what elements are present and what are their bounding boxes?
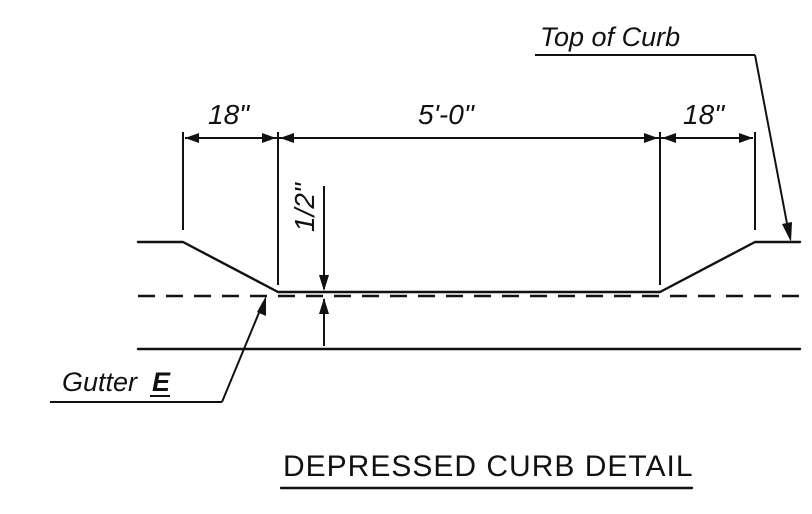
arrowhead <box>262 133 276 143</box>
arrowhead <box>644 133 658 143</box>
left-taper-dimension-label: 18" <box>208 99 250 130</box>
gutter-label: Gutter <box>62 367 138 397</box>
depression-dimension <box>319 186 329 346</box>
gutter-callout <box>50 296 266 403</box>
horizontal-dimension <box>185 133 753 143</box>
arrowhead <box>662 133 676 143</box>
top-of-curb-callout <box>535 54 792 242</box>
centerline-symbol: E <box>152 367 171 397</box>
arrowhead <box>257 296 266 316</box>
right-taper-dimension-label: 18" <box>683 99 725 130</box>
detail-title: DEPRESSED CURB DETAIL <box>283 450 694 483</box>
arrowhead <box>739 133 753 143</box>
arrowhead <box>782 222 792 242</box>
top-of-curb-label: Top of Curb <box>540 22 680 52</box>
arrowhead <box>280 133 294 143</box>
opening-dimension-label: 5'-0" <box>418 99 475 130</box>
extension-lines <box>182 132 756 285</box>
depression-dimension-label: 1/2" <box>289 182 320 232</box>
arrowhead <box>319 275 329 291</box>
arrowhead <box>319 298 329 314</box>
arrowhead <box>185 133 199 143</box>
curb-profile <box>136 240 802 294</box>
curb-top-line <box>136 240 802 294</box>
